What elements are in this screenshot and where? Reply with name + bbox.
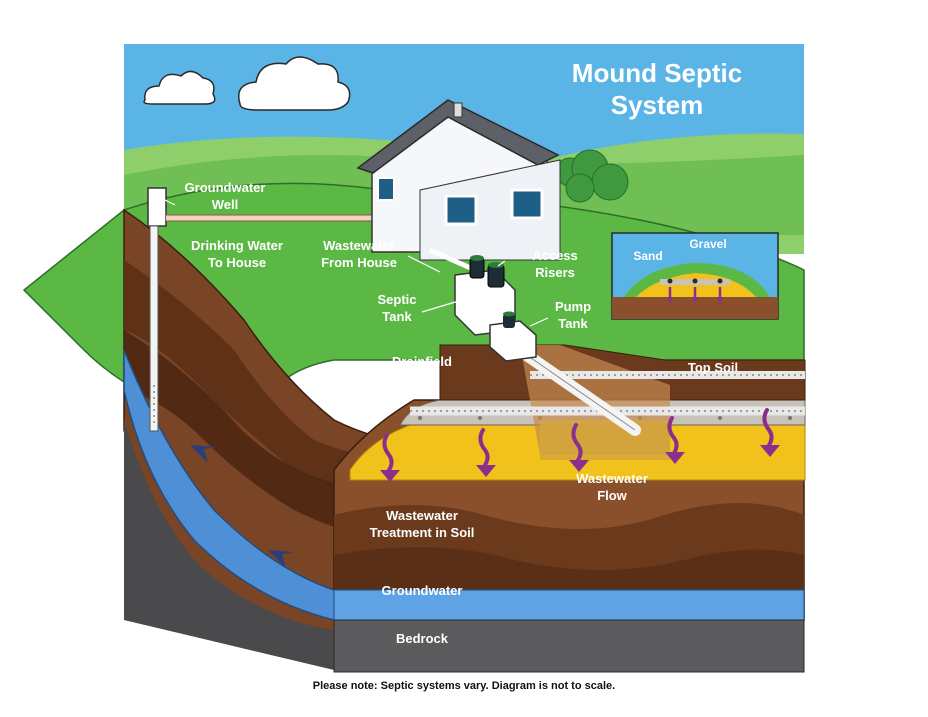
- footnote: Please note: Septic systems vary. Diagra…: [312, 680, 616, 692]
- label-bedrock: Bedrock: [396, 631, 449, 646]
- cloud-icon: [238, 56, 351, 111]
- title-line-1: Mound Septic: [572, 58, 742, 88]
- label-access-risers-1: Access: [532, 248, 578, 263]
- trench-sand: [540, 420, 670, 460]
- label-pump-tank-1: Pump: [555, 299, 591, 314]
- soil-band-dark: [124, 260, 434, 510]
- label-top-soil: Top Soil: [688, 360, 738, 375]
- window: [377, 177, 395, 201]
- label-drinking-water-1: Drinking Water: [191, 238, 283, 253]
- label-wastewater-flow-2: Flow: [597, 488, 627, 503]
- septic-tank: [454, 255, 516, 336]
- window: [510, 188, 544, 220]
- label-groundwater: Groundwater: [382, 583, 463, 598]
- inset-label-sand: Sand: [633, 249, 662, 263]
- bedrock-front: [333, 619, 805, 673]
- flow-arrows: [382, 408, 774, 475]
- bedrock-layer: [124, 420, 334, 670]
- wastewater-pipe: [428, 247, 477, 273]
- label-groundwater-well-2: Well: [212, 197, 239, 212]
- label-treatment-1: Wastewater: [386, 508, 458, 523]
- label-septic-tank-2: Tank: [382, 309, 412, 324]
- label-septic-tank-1: Septic: [377, 292, 416, 307]
- tree-icon: [555, 149, 629, 203]
- drinking-water-pipe-outline: [166, 214, 376, 222]
- label-drainfield: Drainfield: [392, 354, 452, 369]
- flow-arrowheads: [380, 445, 780, 482]
- inset-label-gravel: Gravel: [689, 237, 726, 251]
- cloud-icon: [143, 70, 216, 105]
- pump-tank: [489, 311, 537, 362]
- well-head: [147, 187, 167, 227]
- label-drinking-water-2: To House: [208, 255, 266, 270]
- pointer-lines: [164, 199, 549, 327]
- label-groundwater-well-1: Groundwater: [185, 180, 266, 195]
- label-wastewater-house-1: Wastewater: [323, 238, 395, 253]
- label-access-risers-2: Risers: [535, 265, 575, 280]
- label-treatment-2: Treatment in Soil: [370, 525, 475, 540]
- window: [444, 194, 478, 226]
- label-wastewater-house-2: From House: [321, 255, 397, 270]
- inset-mound: [611, 232, 779, 320]
- house: [356, 99, 561, 261]
- well-pipe: [149, 225, 159, 432]
- title-line-2: System: [611, 90, 704, 120]
- groundwater-arrows: [190, 445, 294, 568]
- label-wastewater-flow-1: Wastewater: [576, 471, 648, 486]
- label-pump-tank-2: Tank: [558, 316, 588, 331]
- soil-layer-wave-2: [334, 547, 804, 590]
